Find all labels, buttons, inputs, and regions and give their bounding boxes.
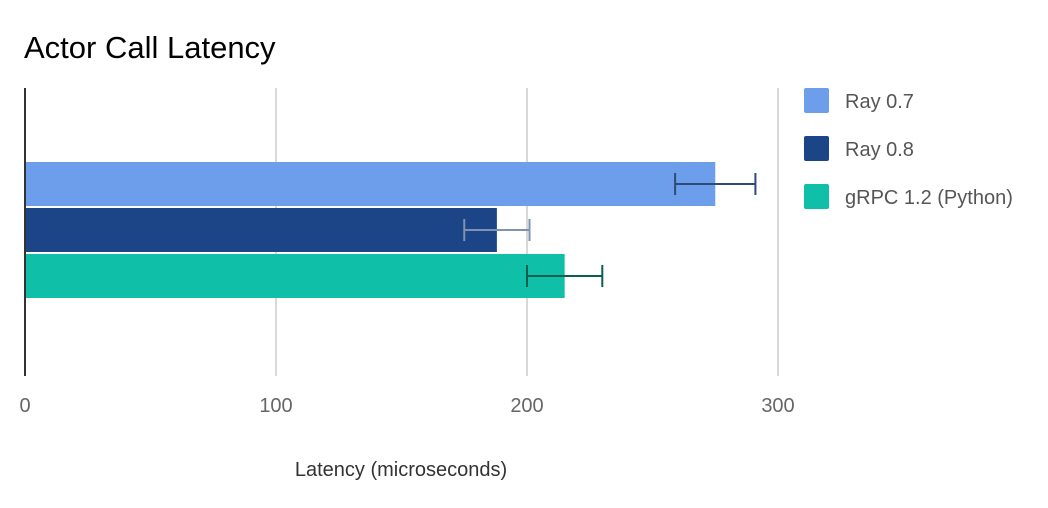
x-tick-label: 300 <box>761 395 794 417</box>
error-bar-ray-0-7 <box>674 173 757 195</box>
x-tick-label: 100 <box>259 395 292 417</box>
legend-label: gRPC 1.2 (Python) <box>845 187 1013 209</box>
legend-swatch <box>804 184 829 209</box>
x-axis-title: Latency (microseconds) <box>295 459 507 481</box>
error-bar-ray-0-8 <box>463 219 531 241</box>
legend-swatch <box>804 136 829 161</box>
legend-item: Ray 0.8 <box>804 136 914 161</box>
legend-swatch <box>804 88 829 113</box>
chart-title: Actor Call Latency <box>24 30 276 65</box>
bar-ray-0-8 <box>25 208 497 252</box>
x-tick-label: 200 <box>510 395 543 417</box>
bars <box>25 162 716 298</box>
bar-grpc-1-2-python <box>25 254 565 298</box>
legend-label: Ray 0.7 <box>845 91 914 113</box>
x-tick-label: 0 <box>19 395 30 417</box>
legend-item: gRPC 1.2 (Python) <box>804 184 1013 209</box>
bar-ray-0-7 <box>25 162 716 206</box>
x-tick-labels: 0 100 200 300 <box>19 395 794 417</box>
error-bars <box>463 173 757 287</box>
error-bar-grpc-1-2-python <box>526 265 604 287</box>
legend-label: Ray 0.8 <box>845 139 914 161</box>
legend-item: Ray 0.7 <box>804 88 914 113</box>
